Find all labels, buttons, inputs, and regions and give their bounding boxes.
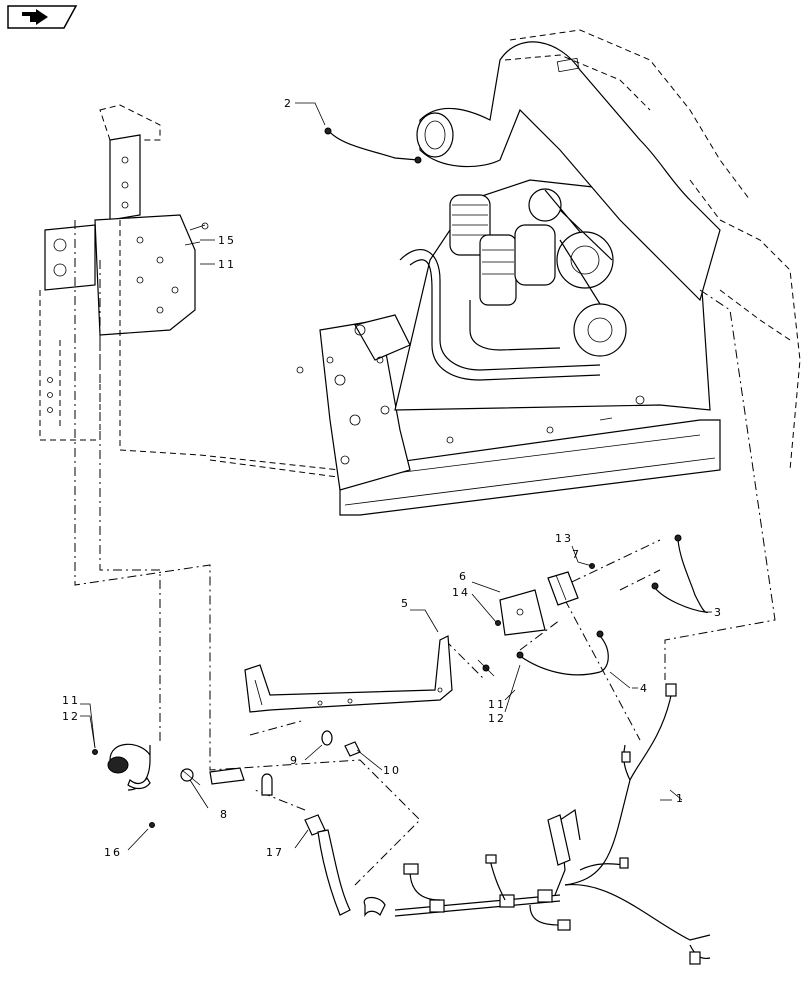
callout-8: 8 (220, 808, 229, 821)
assembly-guide-lines (74, 220, 776, 886)
part-17-hose (209, 767, 386, 918)
callout-11: 11 (218, 258, 236, 271)
callout-6: 6 (459, 570, 468, 583)
callout-12-mid: 12 (488, 712, 506, 725)
part-8-clamp (107, 743, 209, 809)
part-10-bolt (344, 741, 383, 771)
part-6-bracket (471, 581, 546, 636)
callout-leaders (200, 239, 712, 801)
callout-12-left: 12 (62, 710, 80, 723)
callout-11-mid: 11 (488, 698, 506, 711)
page-forward-icon (7, 5, 78, 29)
callout-1: 1 (676, 792, 685, 805)
part-11-12-screw-left (80, 703, 98, 755)
callout-5: 5 (401, 597, 410, 610)
part-5-support-bar (244, 609, 495, 713)
callout-17: 17 (266, 846, 284, 859)
part-1-harness (394, 683, 711, 965)
part-16-screw (127, 822, 155, 851)
callout-13: 13 (555, 532, 573, 545)
callout-2: 2 (284, 97, 293, 110)
page-forward-button[interactable] (6, 4, 78, 30)
callout-16: 16 (104, 846, 122, 859)
callout-9: 9 (290, 754, 299, 767)
callout-3: 3 (714, 606, 723, 619)
engine-assembly (199, 29, 801, 516)
callout-11-left: 11 (62, 694, 80, 707)
part-9-grommet (304, 730, 333, 761)
callout-labels: 2 15 11 13 7 6 14 5 3 4 11 12 11 12 9 10… (62, 97, 723, 859)
callout-14: 14 (452, 586, 470, 599)
part-2-cable (295, 102, 422, 164)
callout-15: 15 (218, 234, 236, 247)
part-4-cable (516, 630, 631, 689)
part-3-cable (651, 534, 709, 614)
left-mounting-bracket (39, 104, 209, 456)
callout-7: 7 (572, 548, 581, 561)
callout-10: 10 (383, 764, 401, 777)
part-7-relay (547, 545, 595, 606)
callout-4: 4 (640, 682, 649, 695)
